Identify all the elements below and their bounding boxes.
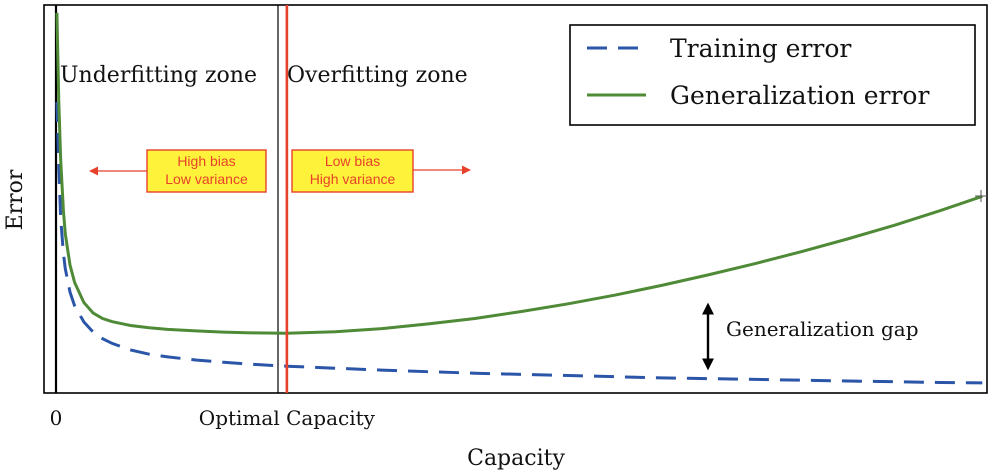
legend-box <box>569 24 976 126</box>
low-variance-text: Low variance <box>165 171 248 187</box>
high-bias-text: High bias <box>177 153 235 169</box>
overfitting-zone-label: Overfitting zone <box>287 63 468 88</box>
x-axis-label: Capacity <box>467 446 565 471</box>
y-axis-label: Error <box>3 169 28 230</box>
high-variance-text: High variance <box>310 171 396 187</box>
x-tick-label-optimal-capacity: Optimal Capacity <box>199 406 376 430</box>
generalization-gap-label: Generalization gap <box>726 317 919 341</box>
legend-label-training-error: Training error <box>670 34 851 63</box>
low-bias-box <box>291 149 414 193</box>
plot-frame <box>43 4 988 394</box>
legend-label-generalization-error: Generalization error <box>670 81 929 110</box>
low-bias-text: Low bias <box>325 153 380 169</box>
x-tick-label-zero: 0 <box>50 406 63 430</box>
underfitting-zone-label: Underfitting zone <box>60 63 257 88</box>
high-bias-box <box>146 149 267 193</box>
series-line-training-error <box>55 101 983 385</box>
series-line-generalization-error <box>55 12 983 335</box>
